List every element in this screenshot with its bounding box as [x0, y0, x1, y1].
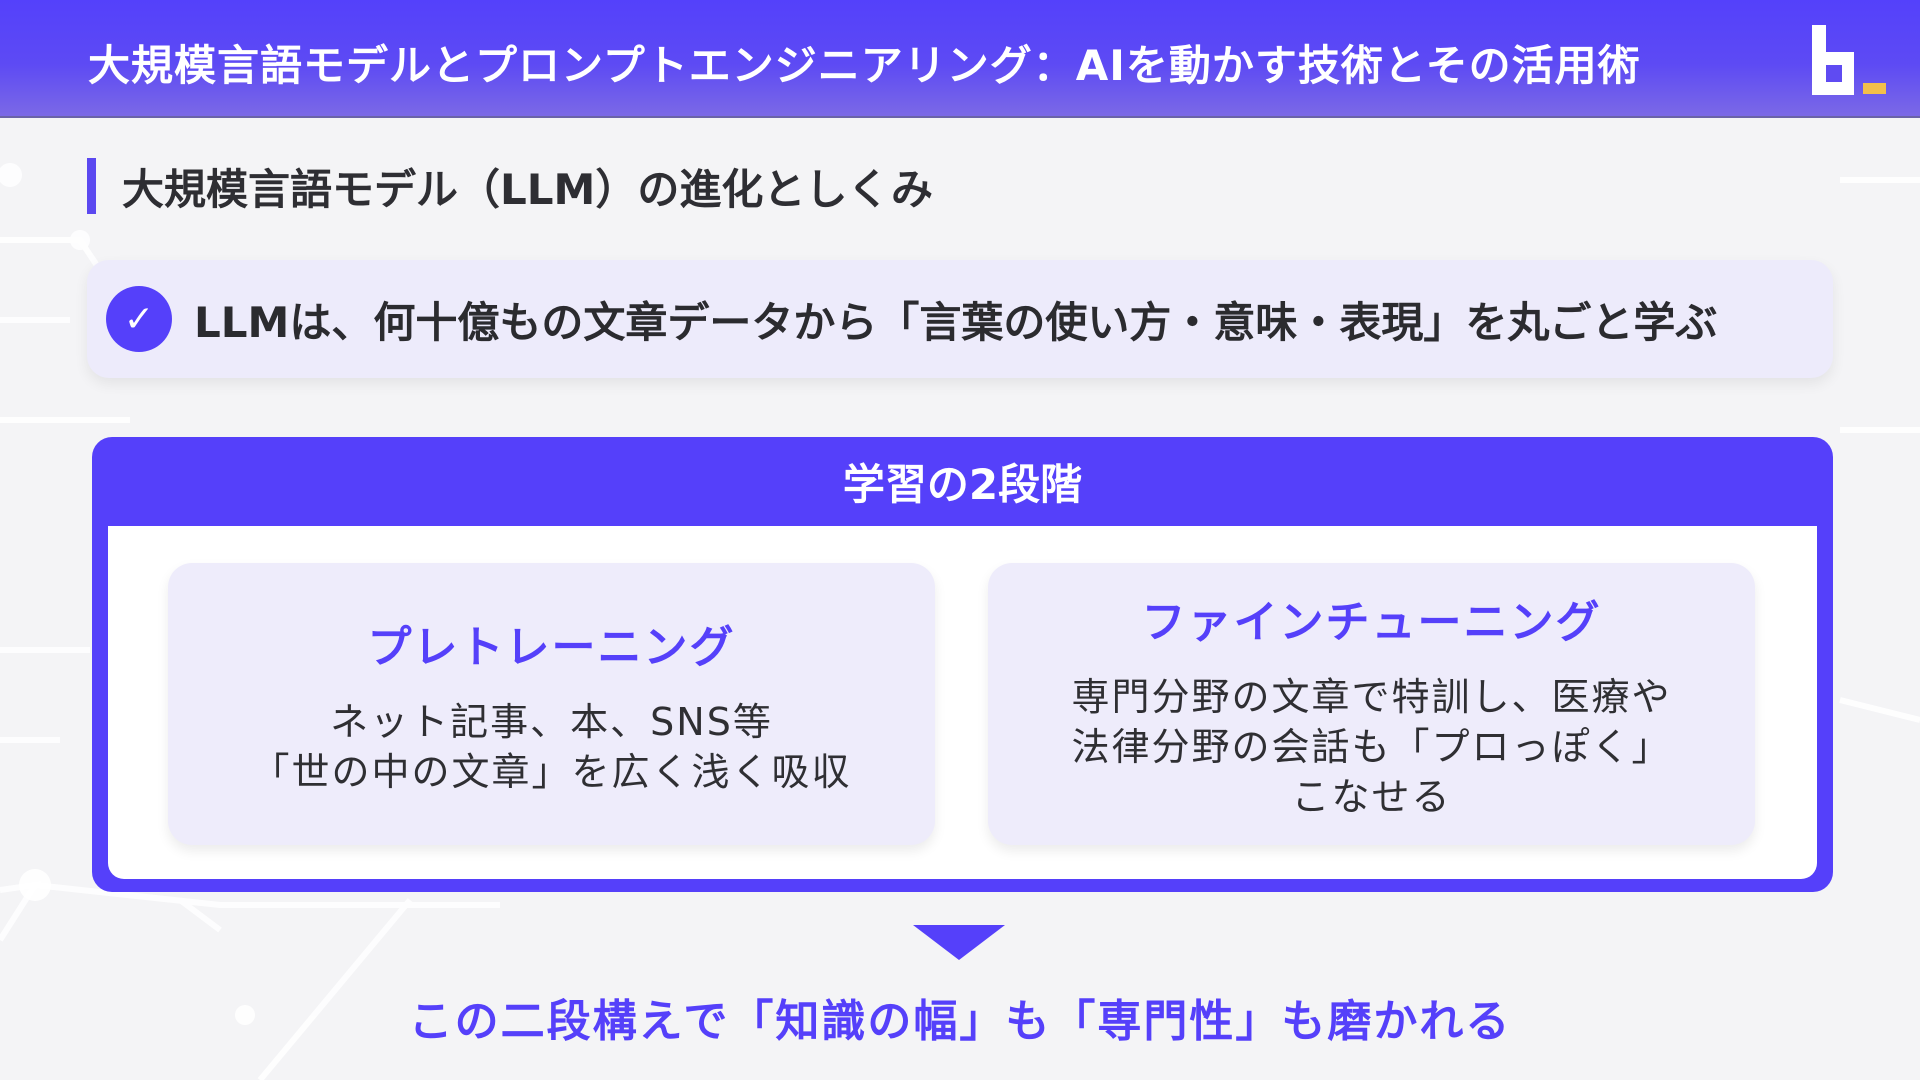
stage-card-pretraining: プレトレーニング ネット記事、本、SNS等 「世の中の文章」を広く浅く吸収	[168, 563, 935, 845]
callout-text: LLMは、何十億もの文章データから「言葉の使い方・意味・表現」を丸ごと学ぶ	[194, 297, 1718, 347]
stage-card-body: ネット記事、本、SNS等 「世の中の文章」を広く浅く吸収	[251, 697, 851, 797]
learning-stages-panel: 学習の2段階 プレトレーニング ネット記事、本、SNS等 「世の中の文章」を広く…	[92, 437, 1833, 892]
stage-card-line: 法律分野の会話も「プロっぽく」	[1071, 725, 1672, 769]
stages-title: 学習の2段階	[842, 460, 1083, 509]
slide-title: 大規模言語モデルとプロンプトエンジニアリング：AIを動かす技術とその活用術	[88, 41, 1641, 90]
stage-card-title: プレトレーニング	[367, 622, 736, 673]
stage-card-line: ネット記事、本、SNS等	[330, 700, 773, 744]
stage-card-line: 「世の中の文章」を広く浅く吸収	[251, 750, 852, 794]
brand-logo-icon	[1810, 24, 1890, 98]
stages-content: プレトレーニング ネット記事、本、SNS等 「世の中の文章」を広く浅く吸収 ファ…	[108, 526, 1817, 879]
section-title: 大規模言語モデル（LLM）の進化としくみ	[122, 164, 934, 214]
section-accent-bar	[87, 158, 96, 214]
section-heading: 大規模言語モデル（LLM）の進化としくみ	[87, 158, 933, 214]
slide-header: 大規模言語モデルとプロンプトエンジニアリング：AIを動かす技術とその活用術	[0, 0, 1920, 118]
check-icon: ✓	[106, 286, 172, 352]
triangle-down-icon	[913, 925, 1005, 960]
stage-card-finetuning: ファインチューニング 専門分野の文章で特訓し、医療や 法律分野の会話も「プロっぽ…	[988, 563, 1755, 845]
stage-card-body: 専門分野の文章で特訓し、医療や 法律分野の会話も「プロっぽく」 こなせる	[1071, 672, 1671, 822]
stage-card-line: こなせる	[1291, 775, 1452, 819]
logo-accent-dot	[1863, 83, 1886, 94]
conclusion-text: この二段構えで「知識の幅」も「専門性」も磨かれる	[408, 996, 1512, 1047]
stage-card-title: ファインチューニング	[1141, 597, 1602, 648]
stage-card-line: 専門分野の文章で特訓し、医療や	[1071, 675, 1672, 719]
key-point-callout: ✓ LLMは、何十億もの文章データから「言葉の使い方・意味・表現」を丸ごと学ぶ	[87, 260, 1833, 378]
